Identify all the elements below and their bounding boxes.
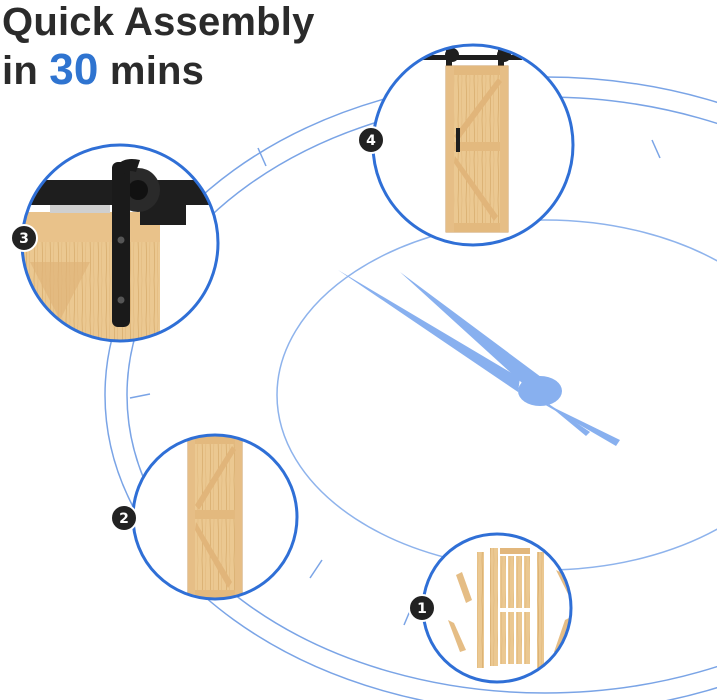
step-1-circle bbox=[421, 532, 573, 684]
installed-barn-door-icon bbox=[416, 47, 522, 233]
headline-line-1: Quick Assembly bbox=[2, 0, 315, 44]
clock-hands bbox=[338, 270, 620, 446]
step-4-circle bbox=[371, 43, 575, 247]
headline-suffix: mins bbox=[98, 49, 205, 93]
step-3-circle bbox=[20, 143, 220, 343]
assembled-door-icon bbox=[187, 435, 243, 599]
step-4-badge: 4 bbox=[357, 126, 385, 154]
step-2-circle bbox=[131, 433, 299, 601]
headline: Quick Assembly in 30 mins bbox=[2, 0, 315, 95]
headline-line-2: in 30 mins bbox=[2, 46, 315, 95]
step-2-badge: 2 bbox=[110, 504, 138, 532]
step-1-number: 1 bbox=[417, 601, 427, 617]
headline-time-number: 30 bbox=[49, 45, 99, 94]
step-4-number: 4 bbox=[366, 133, 376, 149]
step-3-number: 3 bbox=[19, 231, 29, 247]
headline-prefix: in bbox=[2, 49, 50, 93]
step-2-number: 2 bbox=[119, 511, 129, 527]
disassembled-door-parts-icon bbox=[448, 548, 571, 668]
rail-hanger-closeup-icon bbox=[22, 159, 218, 341]
step-1-badge: 1 bbox=[408, 594, 436, 622]
step-3-badge: 3 bbox=[10, 224, 38, 252]
